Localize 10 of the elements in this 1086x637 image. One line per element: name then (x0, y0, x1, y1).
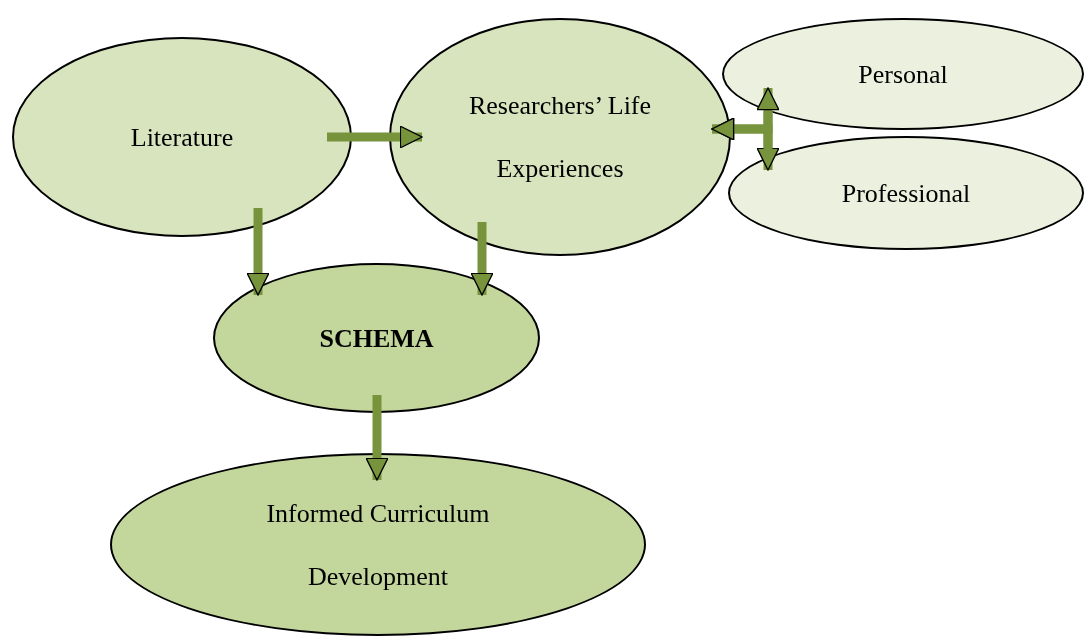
node-label: SCHEMA (319, 322, 434, 355)
block-arrow (365, 395, 389, 481)
node-label: Informed Curriculum Development (265, 497, 491, 593)
node-label: Personal (858, 58, 948, 91)
block-arrow (756, 87, 780, 171)
node-label: Researchers’ Life Experiences (467, 90, 653, 185)
block-arrow (470, 222, 494, 296)
block-arrow (246, 208, 270, 296)
node-label: Literature (130, 121, 234, 154)
node-label: Professional (841, 177, 971, 210)
